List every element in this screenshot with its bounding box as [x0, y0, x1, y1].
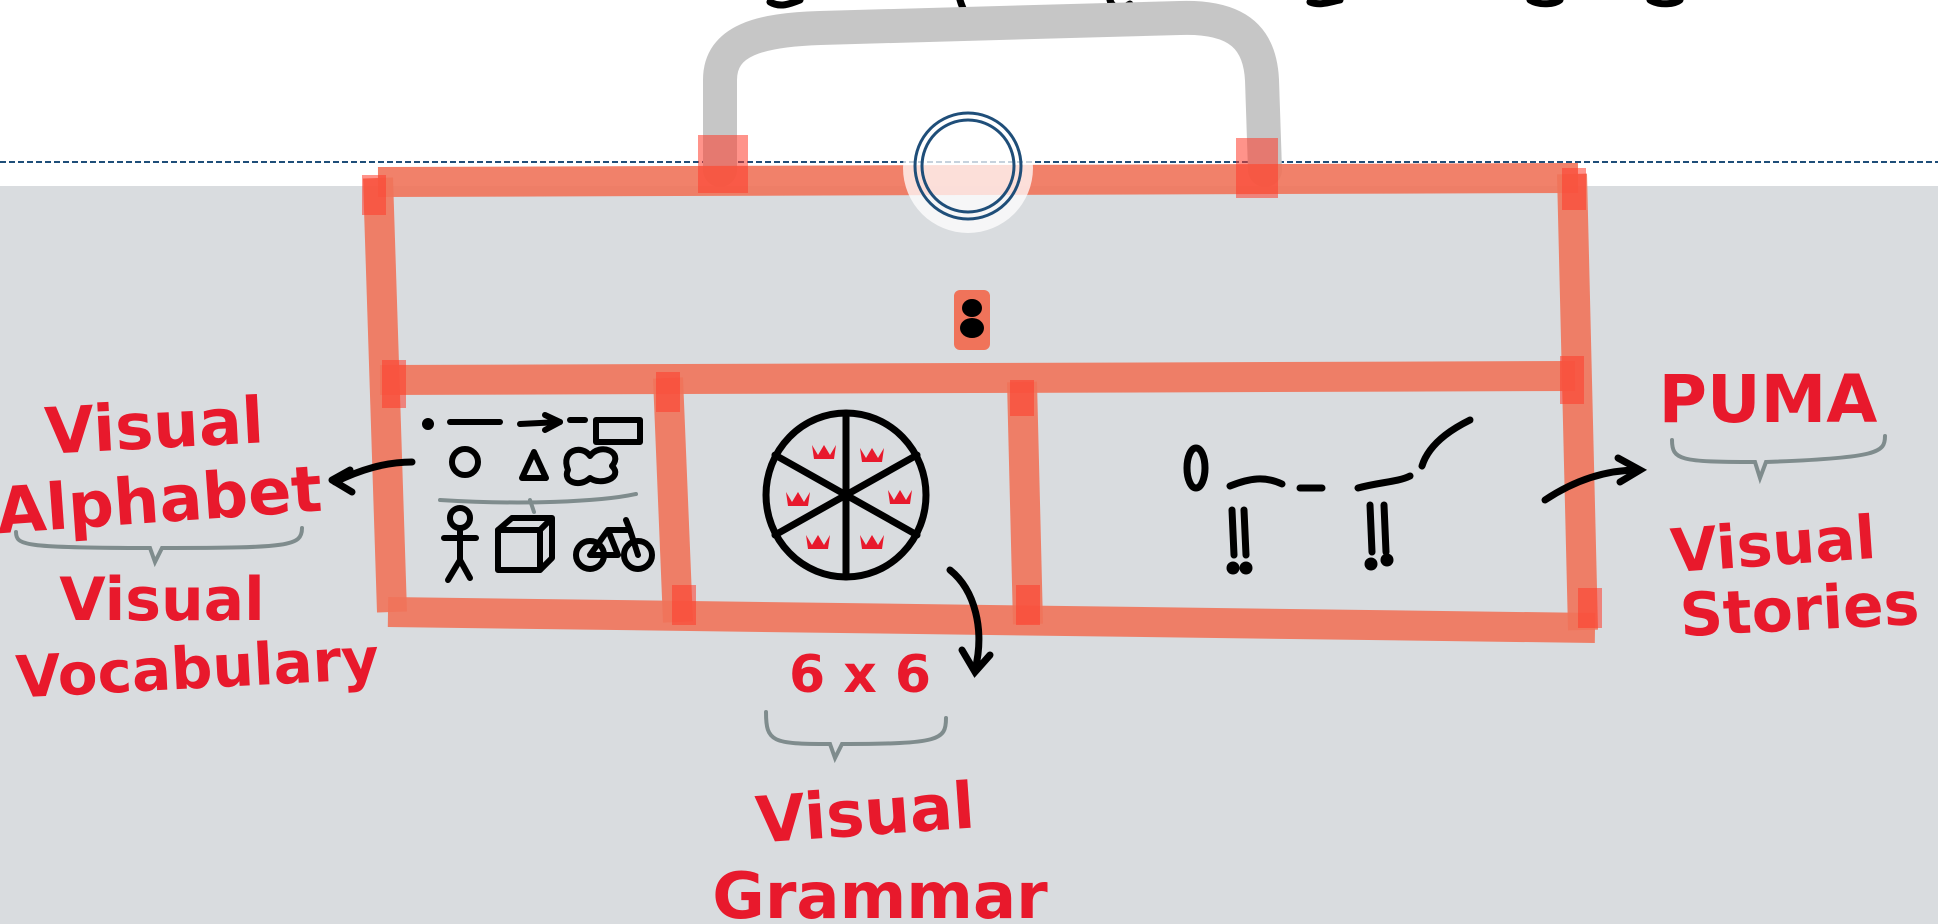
braces: [14, 434, 1887, 764]
label-visual-grammar-line1: Visual: [753, 769, 977, 858]
brace-left: [14, 526, 304, 568]
arrows: [328, 454, 1648, 678]
triangle-shape-icon: [519, 449, 549, 481]
arrow-to-middle-label: [946, 566, 983, 674]
brace-middle: [764, 710, 948, 764]
toolbox-handle: [703, 0, 1282, 187]
label-puma: PUMA: [1659, 361, 1878, 438]
label-six-by-six: 6 x 6: [789, 645, 931, 705]
label-visual-alphabet-line1: Visual: [43, 384, 266, 469]
bicycle-icon: [573, 517, 655, 572]
ring-icon: [903, 103, 1033, 233]
brace-right: [1670, 434, 1887, 485]
visual-story-strokes: [1183, 416, 1474, 575]
label-visual-stories-line2: Stories: [1678, 569, 1921, 651]
cube-icon: [495, 515, 555, 573]
circle-shape-icon: [449, 446, 481, 478]
visual-alphabet-icons: [422, 412, 655, 583]
rectangle-shape-icon: [593, 417, 643, 445]
keyhole-lock-icon: [954, 290, 990, 350]
cloud-shape-icon: [563, 446, 619, 487]
arrow-to-right-label: [1541, 466, 1642, 504]
labels: Visual Alphabet Visual Vocabulary 6 x 6 …: [0, 361, 1921, 924]
six-segment-pie-icon: [762, 409, 930, 581]
stick-figure-icon: [441, 505, 479, 583]
arrow-to-left-label: [331, 458, 416, 486]
label-visual-stories-line1: Visual: [1668, 503, 1878, 587]
label-visual-vocabulary-line1: Visual: [59, 565, 264, 635]
frame-accents: [362, 135, 1602, 628]
label-visual-grammar-line2: Grammar: [712, 860, 1048, 924]
